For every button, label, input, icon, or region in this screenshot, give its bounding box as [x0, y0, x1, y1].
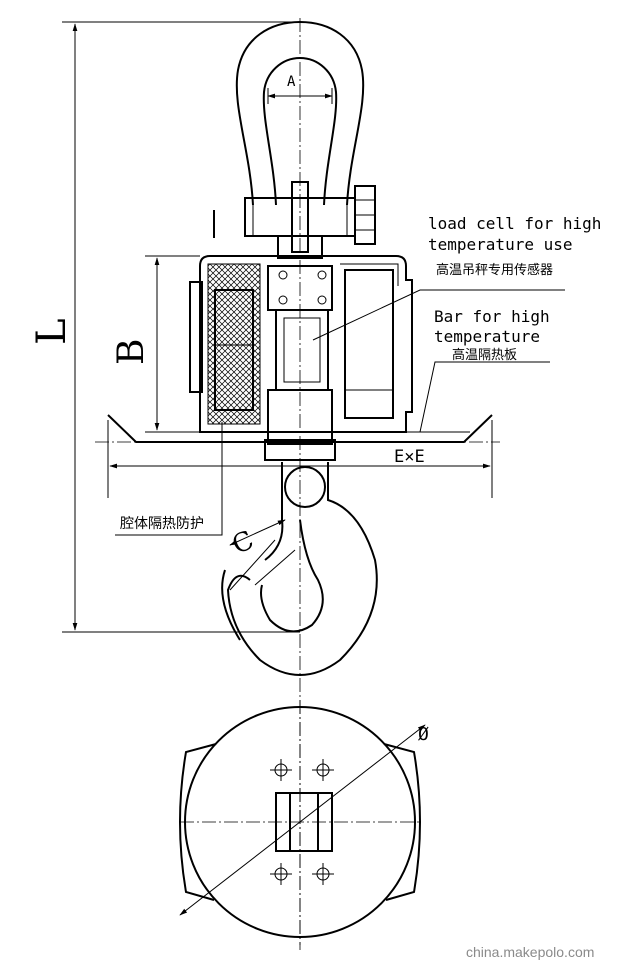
leader-bar: [419, 361, 550, 433]
cavity-label-cn: 腔体隔热防护: [120, 516, 204, 532]
label-c: C: [228, 525, 259, 561]
leader-load-cell: [312, 289, 565, 341]
dimension-c-arrow: [229, 519, 286, 546]
hook: [221, 462, 378, 676]
label-phi: Ø: [418, 724, 429, 745]
label-a: A: [287, 74, 296, 90]
bar-label-cn: 高温隔热板: [452, 347, 517, 363]
dimension-phi-arrow: [179, 724, 426, 916]
load-cell-label-cn: 高温吊秤专用传感器: [436, 262, 553, 278]
bottom-view: [179, 700, 426, 945]
dimension-e: [107, 420, 493, 498]
label-l: L: [29, 318, 75, 345]
bar-label-1: Bar for high: [434, 307, 550, 326]
load-cell-label-2: temperature use: [428, 235, 573, 254]
bar-label-2: temperature: [434, 327, 540, 346]
dimension-l: [62, 21, 300, 633]
label-b: B: [111, 339, 152, 365]
shackle: [213, 20, 376, 259]
watermark: china.makepolo.com: [466, 944, 594, 960]
dimension-b: [145, 255, 200, 433]
load-cell-housing: [107, 255, 493, 461]
heat-insulation-bar: [107, 414, 493, 443]
load-cell-label-1: load cell for high: [428, 214, 601, 233]
label-e: E×E: [394, 447, 425, 467]
leader-cavity: [115, 422, 223, 536]
